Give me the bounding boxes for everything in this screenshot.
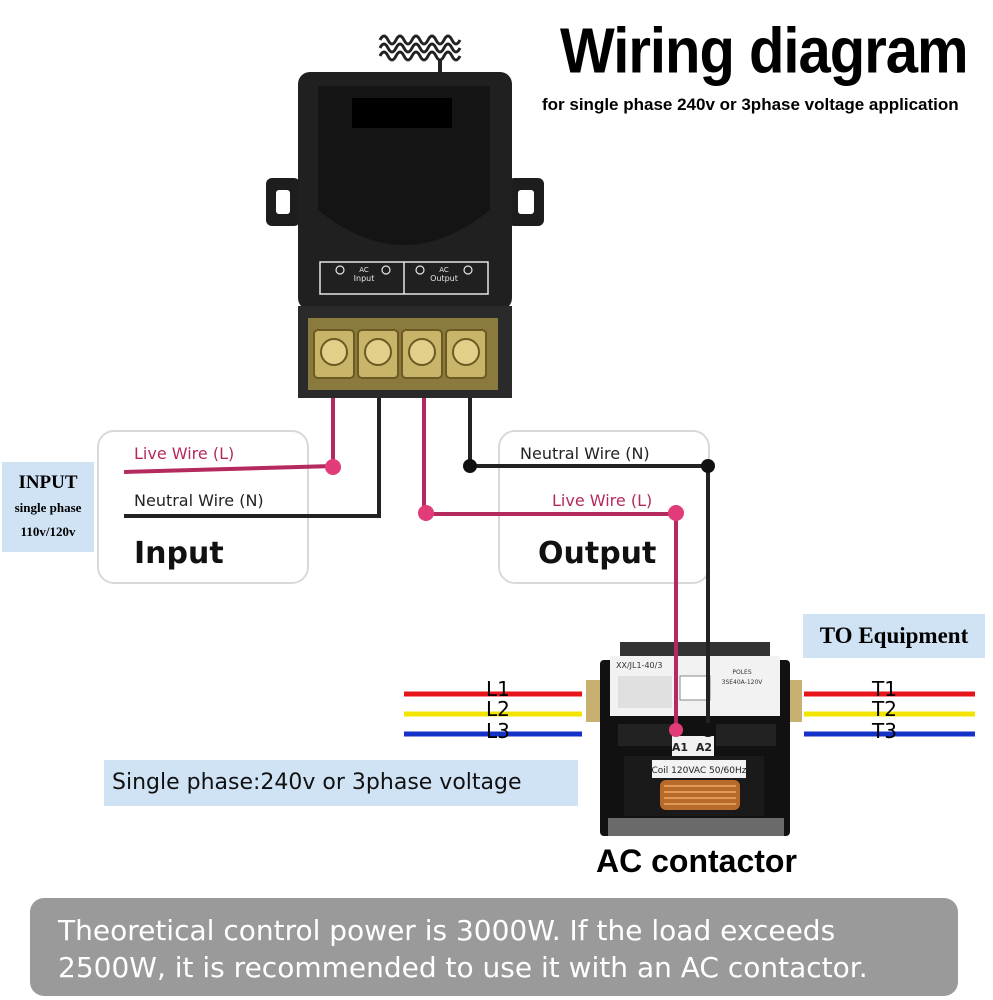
phase-label-t2: T2	[871, 697, 897, 721]
input-live-wire-label: Live Wire (L)	[134, 444, 235, 463]
neutral-junction-right	[701, 459, 715, 473]
voltage-badge: Single phase:240v or 3phase voltage	[104, 760, 578, 806]
to-equipment-badge: TO Equipment	[803, 614, 985, 658]
page-subtitle: for single phase 240v or 3phase voltage …	[542, 95, 959, 114]
relay-terminal-left-line1: AC	[359, 266, 369, 274]
relay-terminal-right-line2: Output	[430, 274, 458, 283]
input-badge-line2: single phase	[14, 500, 82, 515]
contactor-coil-label: Coil 120VAC 50/60Hz	[652, 766, 747, 776]
ac-contactor-label: AC contactor	[596, 843, 797, 879]
page-title: Wiring diagram	[560, 15, 969, 87]
phase-label-l2: L2	[486, 697, 510, 721]
input-badge-line3: 110v/120v	[20, 524, 76, 539]
output-live-wire-label: Live Wire (L)	[552, 491, 653, 510]
input-box-label: Input	[134, 536, 224, 571]
phase-label-l3: L3	[486, 719, 510, 743]
phase-lines-in	[404, 691, 582, 737]
input-neutral-wire-label: Neutral Wire (N)	[134, 491, 264, 510]
neutral-junction-left	[463, 459, 477, 473]
power-note-line1: Theoretical control power is 3000W. If t…	[58, 914, 836, 947]
contactor-poles-text: POLES	[732, 669, 751, 676]
phase-label-l1: L1	[486, 677, 510, 701]
live-junction-input	[325, 459, 341, 475]
live-junction-output-right	[668, 505, 684, 521]
neutral-junction-contactor	[701, 723, 715, 737]
ac-contactor-device: XX/JL1-40/3 POLES 3SE40A-120V A1 A2 Coil…	[586, 642, 802, 836]
contactor-rating-text: 3SE40A-120V	[722, 679, 764, 686]
relay-module: AC Input AC Output	[266, 72, 544, 398]
phase-lines-out	[804, 691, 975, 737]
power-note-line2: 2500W, it is recommended to use it with …	[58, 951, 868, 984]
contactor-a2-label: A2	[696, 741, 712, 754]
power-note: Theoretical control power is 3000W. If t…	[30, 898, 958, 996]
antenna-icon	[378, 34, 462, 74]
output-box-label: Output	[538, 536, 657, 571]
contactor-a1-label: A1	[672, 741, 688, 754]
neutral-wires	[124, 398, 710, 728]
input-badge-line1: INPUT	[18, 472, 78, 493]
phase-label-t3: T3	[871, 719, 897, 743]
output-neutral-wire-label: Neutral Wire (N)	[520, 444, 650, 463]
phase-label-t1: T1	[871, 677, 897, 701]
live-junction-contactor	[669, 723, 683, 737]
relay-terminal-right-line1: AC	[439, 266, 449, 274]
input-badge: INPUT single phase 110v/120v	[2, 462, 94, 552]
contactor-model-text: XX/JL1-40/3	[616, 661, 662, 670]
relay-terminal-left-line2: Input	[354, 274, 375, 283]
live-junction-output-left	[418, 505, 434, 521]
